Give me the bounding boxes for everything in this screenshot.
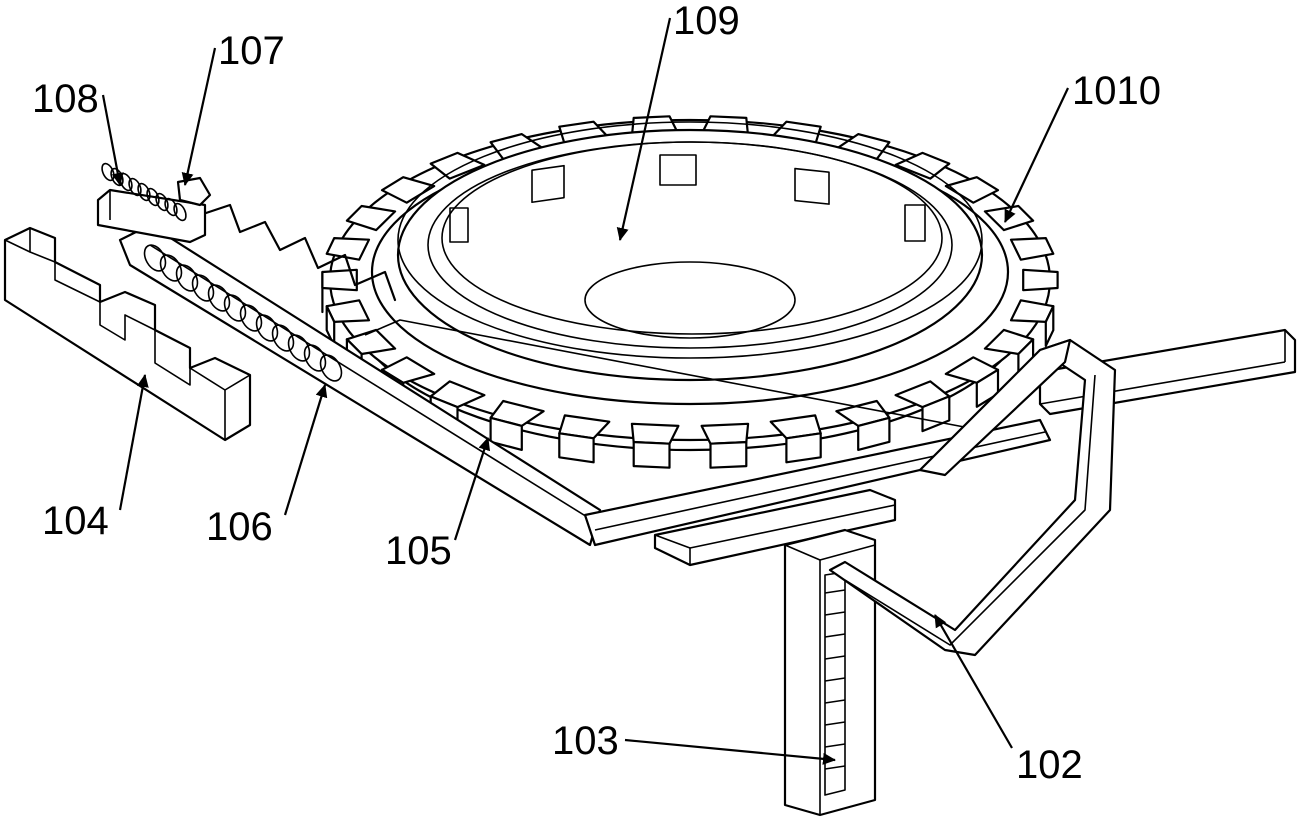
gear-tooth — [429, 151, 486, 180]
gear-tooth-side — [325, 305, 336, 347]
gear-tooth-side — [632, 441, 671, 469]
gear-tooth — [894, 151, 951, 180]
sleeve-spring-coil — [824, 589, 846, 594]
label-102: 102 — [1016, 743, 1083, 787]
label-109: 109 — [673, 0, 740, 43]
base-plate — [653, 488, 897, 567]
spring-coil — [101, 162, 115, 182]
label-106: 106 — [206, 505, 273, 549]
gear-tooth — [1022, 268, 1059, 292]
notched-bar — [3, 226, 252, 442]
gear-tooth — [380, 176, 436, 204]
sleeve-spring-coil — [824, 655, 846, 660]
label-105: 105 — [385, 529, 452, 573]
gear-tooth — [325, 237, 371, 261]
gear-tooth-side — [785, 432, 822, 464]
label-103: 103 — [552, 719, 619, 763]
gear-tooth — [630, 422, 680, 445]
sleeve-spring-coil — [824, 721, 846, 726]
spring-coil — [319, 354, 343, 382]
label-107: 107 — [218, 29, 285, 73]
leader-104 — [118, 374, 149, 511]
push-rod — [828, 338, 1117, 657]
leader-103 — [624, 738, 836, 765]
gear-tooth-side — [709, 441, 748, 469]
leader-105 — [453, 437, 491, 541]
spring-106 — [143, 244, 343, 382]
leader-107 — [181, 47, 217, 186]
sleeve-spring-coil — [824, 677, 846, 682]
label-108: 108 — [32, 77, 99, 121]
gear-tooth — [345, 204, 397, 232]
leader-1010 — [1004, 87, 1069, 223]
gear-tooth — [1009, 237, 1055, 261]
spring-108 — [101, 162, 187, 222]
leader-108 — [101, 94, 124, 186]
sleeve-spring-coil — [824, 743, 846, 748]
leader-102 — [934, 614, 1013, 749]
label-1010: 1010 — [1072, 69, 1161, 113]
rotating-bowl — [396, 121, 984, 382]
sleeve-spring-coil — [824, 633, 846, 638]
spring-coil — [173, 202, 187, 222]
slide-block — [96, 176, 212, 244]
gear-tooth-side — [857, 416, 891, 451]
sleeve-spring-coil — [824, 765, 846, 770]
gear-tooth-side — [975, 368, 1000, 408]
gear-tooth-side — [558, 432, 595, 464]
leader-109 — [616, 17, 672, 241]
sleeve-spring-coil — [824, 611, 846, 616]
gear-tooth — [700, 422, 750, 445]
sleeve-spring-coil — [824, 699, 846, 704]
leader-106 — [283, 384, 328, 516]
gear-tooth — [944, 176, 1000, 204]
gear-tooth-side — [1044, 305, 1055, 347]
label-104: 104 — [42, 499, 109, 543]
